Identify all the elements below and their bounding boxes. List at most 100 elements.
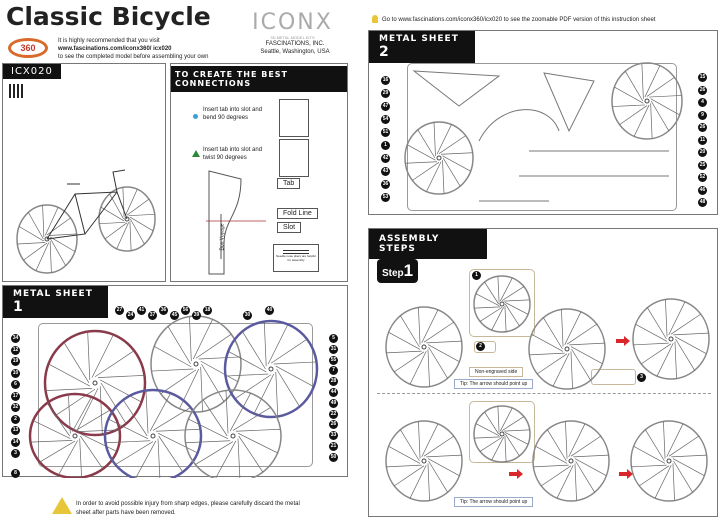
part-3-callout xyxy=(591,369,636,385)
pliers-icon xyxy=(283,250,309,254)
fold-line-label: Fold Line xyxy=(277,208,318,219)
engraving-text: Bon Voyage xyxy=(219,223,226,251)
sheet1-disc-d xyxy=(103,388,203,478)
sheet2-left-part-number: 16 xyxy=(381,76,390,85)
step1-wheel-start xyxy=(385,306,463,388)
assembly-steps-panel: ASSEMBLY STEPS Step1 1 2 Non-engraved si… xyxy=(368,228,718,517)
sheet-1-parts xyxy=(28,315,319,478)
company-name: FASCINATIONS, INC. xyxy=(265,41,325,47)
step1-part-1 xyxy=(473,275,531,333)
sheet2-frame-parts xyxy=(412,70,669,202)
sheet1-top-part-number: 56 xyxy=(181,306,190,315)
sheet2-right-part-number: 4 xyxy=(698,98,707,107)
sheet1-left-part-number: 10 xyxy=(11,368,20,378)
sheet1-right-part-number: 21 xyxy=(329,442,338,451)
step-1-badge: Step1 xyxy=(377,259,419,283)
sheet1-left-part-number: 13 xyxy=(11,426,20,435)
red-arrow-icon xyxy=(509,469,523,479)
sheet1-top-part-number: 37 xyxy=(148,311,157,320)
warning-icon xyxy=(52,497,72,514)
sheet2-right-part-number: 52 xyxy=(698,173,707,182)
sheet1-left-part-number: 8 xyxy=(11,469,20,478)
sheet1-wheel-b xyxy=(184,389,282,478)
part-2-number: 2 xyxy=(476,342,485,351)
part-1-number: 1 xyxy=(472,271,481,280)
sheet1-left-part-number: 6 xyxy=(11,380,20,389)
part-1-callout xyxy=(469,269,535,337)
assembly-steps-title: ASSEMBLY STEPS xyxy=(369,229,487,259)
step2-wheel-result xyxy=(630,420,708,502)
bike-frame xyxy=(46,169,128,240)
sheet1-left-part-number: 14 xyxy=(11,437,20,447)
sheet1-left-part-number: 2 xyxy=(11,414,20,424)
lightbulb-icon xyxy=(372,15,378,23)
part-2-callout xyxy=(474,341,496,353)
step2-part-1 xyxy=(473,405,531,463)
sheet1-top-part-number: 39 xyxy=(192,311,201,320)
sheet1-top-part-number: 24 xyxy=(126,311,135,320)
360-view-badge: 360 xyxy=(8,38,48,58)
red-arrow-icon xyxy=(619,469,633,479)
iconx-logo: ICONX 3D METAL MODEL KITS xyxy=(252,10,333,40)
bicycle-illustration xyxy=(16,169,156,274)
sheet1-left-part-number: 3 xyxy=(11,449,20,458)
sheet1-right-part-number: 7 xyxy=(329,366,338,376)
twist-instruction: Insert tab into slot and twist 90 degree… xyxy=(203,147,263,161)
sheet1-right-part-number: 55 xyxy=(329,355,338,365)
red-arrow-icon xyxy=(616,336,630,346)
sheet2-right-part-number: 48 xyxy=(698,198,707,207)
badge-text: 360 xyxy=(20,43,36,53)
sheet1-top-part-number: 40 xyxy=(265,306,274,315)
non-engraved-label: Non-engraved side xyxy=(469,367,524,377)
sheet1-right-part-number: 33 xyxy=(329,431,338,441)
sheet1-top-part-number: 18 xyxy=(203,306,212,315)
sheet2-right-part-number: 15 xyxy=(698,73,707,82)
step1-wheel-mid xyxy=(528,308,606,390)
sheet2-left-part-number: 51 xyxy=(381,128,390,137)
sheet2-right-part-number: 9 xyxy=(698,110,707,120)
twist-triangle-icon xyxy=(192,150,200,157)
metal-sheet-1-frame xyxy=(38,323,313,467)
bend-dot-icon xyxy=(193,114,198,119)
step-divider xyxy=(377,393,711,394)
sheet2-right-part-number: 46 xyxy=(698,185,707,195)
model-code: ICX020 xyxy=(3,64,61,79)
sheet1-right-part-number: 49 xyxy=(329,398,338,408)
sheet1-top-part-number: 27 xyxy=(115,306,124,315)
sheet2-left-part-number: 54 xyxy=(381,115,390,124)
sheet1-top-part-number: 45 xyxy=(170,311,179,320)
bend-diagram xyxy=(279,99,309,137)
sheet2-left-part-number: 47 xyxy=(381,102,390,111)
tip-arrow-2: Tip: The arrow should point up xyxy=(454,497,534,507)
part-3-number: 3 xyxy=(637,373,646,382)
sheet2-left-part-number: 42 xyxy=(381,154,390,163)
step2-wheel-start xyxy=(385,420,463,502)
sheet1-right-part-number: 26 xyxy=(329,420,338,430)
sheet1-right-part-number: 31 xyxy=(329,344,338,354)
sheet2-right-part-number: 26 xyxy=(698,123,707,132)
sheet2-left-part-number: 29 xyxy=(381,89,390,98)
slot-label: Slot xyxy=(277,222,302,233)
tip-arrow-1: Tip: The arrow should point up xyxy=(454,379,534,389)
sheet1-top-part-number: 36 xyxy=(159,306,168,315)
sheet2-right-part-number: 25 xyxy=(698,160,707,170)
step1-wheel-result xyxy=(632,298,710,380)
sheet2-left-part-number: 36 xyxy=(381,180,390,189)
recommend-text-2: to see the completed model before assemb… xyxy=(58,54,209,60)
sheet2-left-part-number: 1 xyxy=(381,141,390,150)
twist-diagram xyxy=(279,139,309,177)
sheet2-right-part-number: 26 xyxy=(698,85,707,95)
page-title: Classic Bicycle xyxy=(6,2,211,31)
sheet1-wheel-a xyxy=(150,315,242,413)
sheet2-right-part-number: 11 xyxy=(698,135,707,145)
step2-wheel-mid xyxy=(532,420,610,502)
qr-code xyxy=(9,84,23,98)
sheet1-right-part-number: 28 xyxy=(329,377,338,387)
recommend-text: It is highly recommended that you visit xyxy=(58,38,160,44)
sheet2-left-part-number: 43 xyxy=(381,167,390,176)
model-url[interactable]: www.fascinations.com/iconx360/ icx020 xyxy=(58,46,172,52)
sheet2-left-part-number: 53 xyxy=(381,193,390,202)
sheet1-disc-b xyxy=(223,319,319,419)
sheet1-top-part-number: 30 xyxy=(243,311,252,320)
